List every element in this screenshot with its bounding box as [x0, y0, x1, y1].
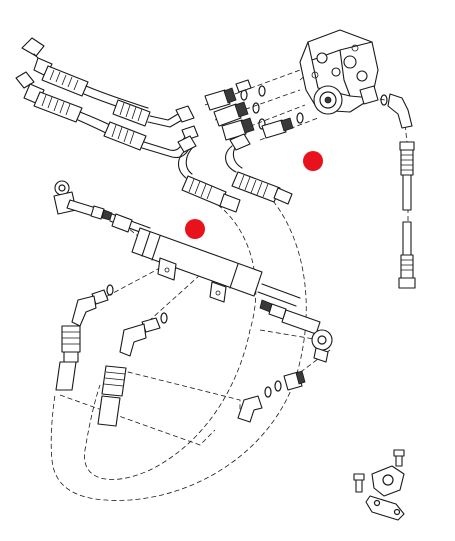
hose-upper-left-2: [15, 71, 199, 159]
hose-lower-left-2: [97, 312, 168, 427]
callout-marker-2[interactable]: [185, 219, 205, 239]
fitting-group-top: [204, 79, 304, 141]
fitting-group-lower: [237, 370, 306, 423]
callout-marker-1[interactable]: [303, 151, 323, 171]
hose-upper-left-1: [21, 37, 195, 128]
steering-valve-housing: [299, 29, 379, 115]
hose-lower-left-1: [55, 284, 114, 391]
hose-center-1: [177, 135, 241, 213]
hose-right-vertical: [380, 93, 416, 289]
hose-center-2: [225, 133, 293, 205]
steering-cylinder: [53, 180, 333, 363]
clamp-hardware: [353, 449, 405, 521]
